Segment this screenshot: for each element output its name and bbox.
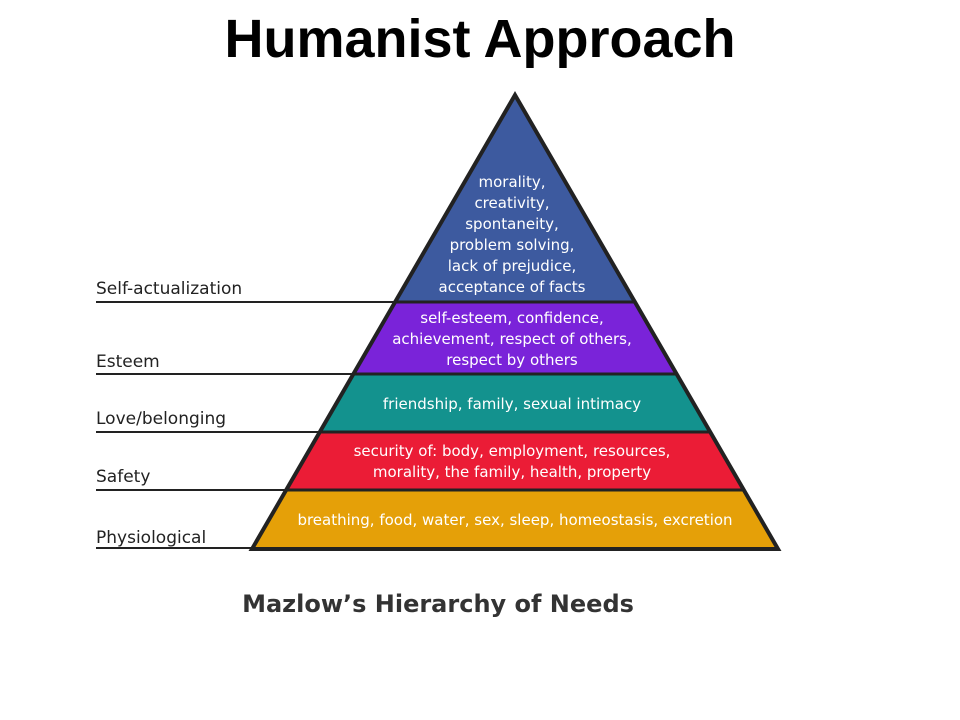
tier-esteem xyxy=(354,302,676,374)
tier-physiological xyxy=(252,490,778,548)
pyramid-outline xyxy=(248,91,782,551)
love-belonging-text: friendship, family, sexual intimacy xyxy=(383,395,641,413)
self-actualization-text: morality, xyxy=(478,173,545,191)
esteem-text: respect by others xyxy=(446,351,578,369)
self-actualization-text: lack of prejudice, xyxy=(448,257,576,275)
self-actualization-text: acceptance of facts xyxy=(439,278,586,296)
physiological-text: breathing, food, water, sex, sleep, home… xyxy=(297,511,732,529)
self-actualization-text: creativity, xyxy=(474,194,549,212)
tier-self-actualization xyxy=(396,97,634,302)
level-label-esteem: Esteem xyxy=(96,352,160,372)
level-label-self-actualization: Self-actualization xyxy=(96,279,242,299)
safety-text: morality, the family, health, property xyxy=(373,463,651,481)
level-label-physiological: Physiological xyxy=(96,528,206,548)
esteem-text: achievement, respect of others, xyxy=(392,330,632,348)
level-label-safety: Safety xyxy=(96,467,150,487)
diagram-caption: Mazlow’s Hierarchy of Needs xyxy=(242,590,634,618)
self-actualization-text: problem solving, xyxy=(450,236,575,254)
slide-title: Humanist Approach xyxy=(224,9,736,69)
tier-love-belonging xyxy=(320,374,710,432)
tier-safety xyxy=(286,432,744,490)
safety-text: security of: body, employment, resources… xyxy=(354,442,671,460)
self-actualization-text: spontaneity, xyxy=(465,215,559,233)
esteem-text: self-esteem, confidence, xyxy=(420,309,604,327)
level-label-love-belonging: Love/belonging xyxy=(96,409,226,429)
